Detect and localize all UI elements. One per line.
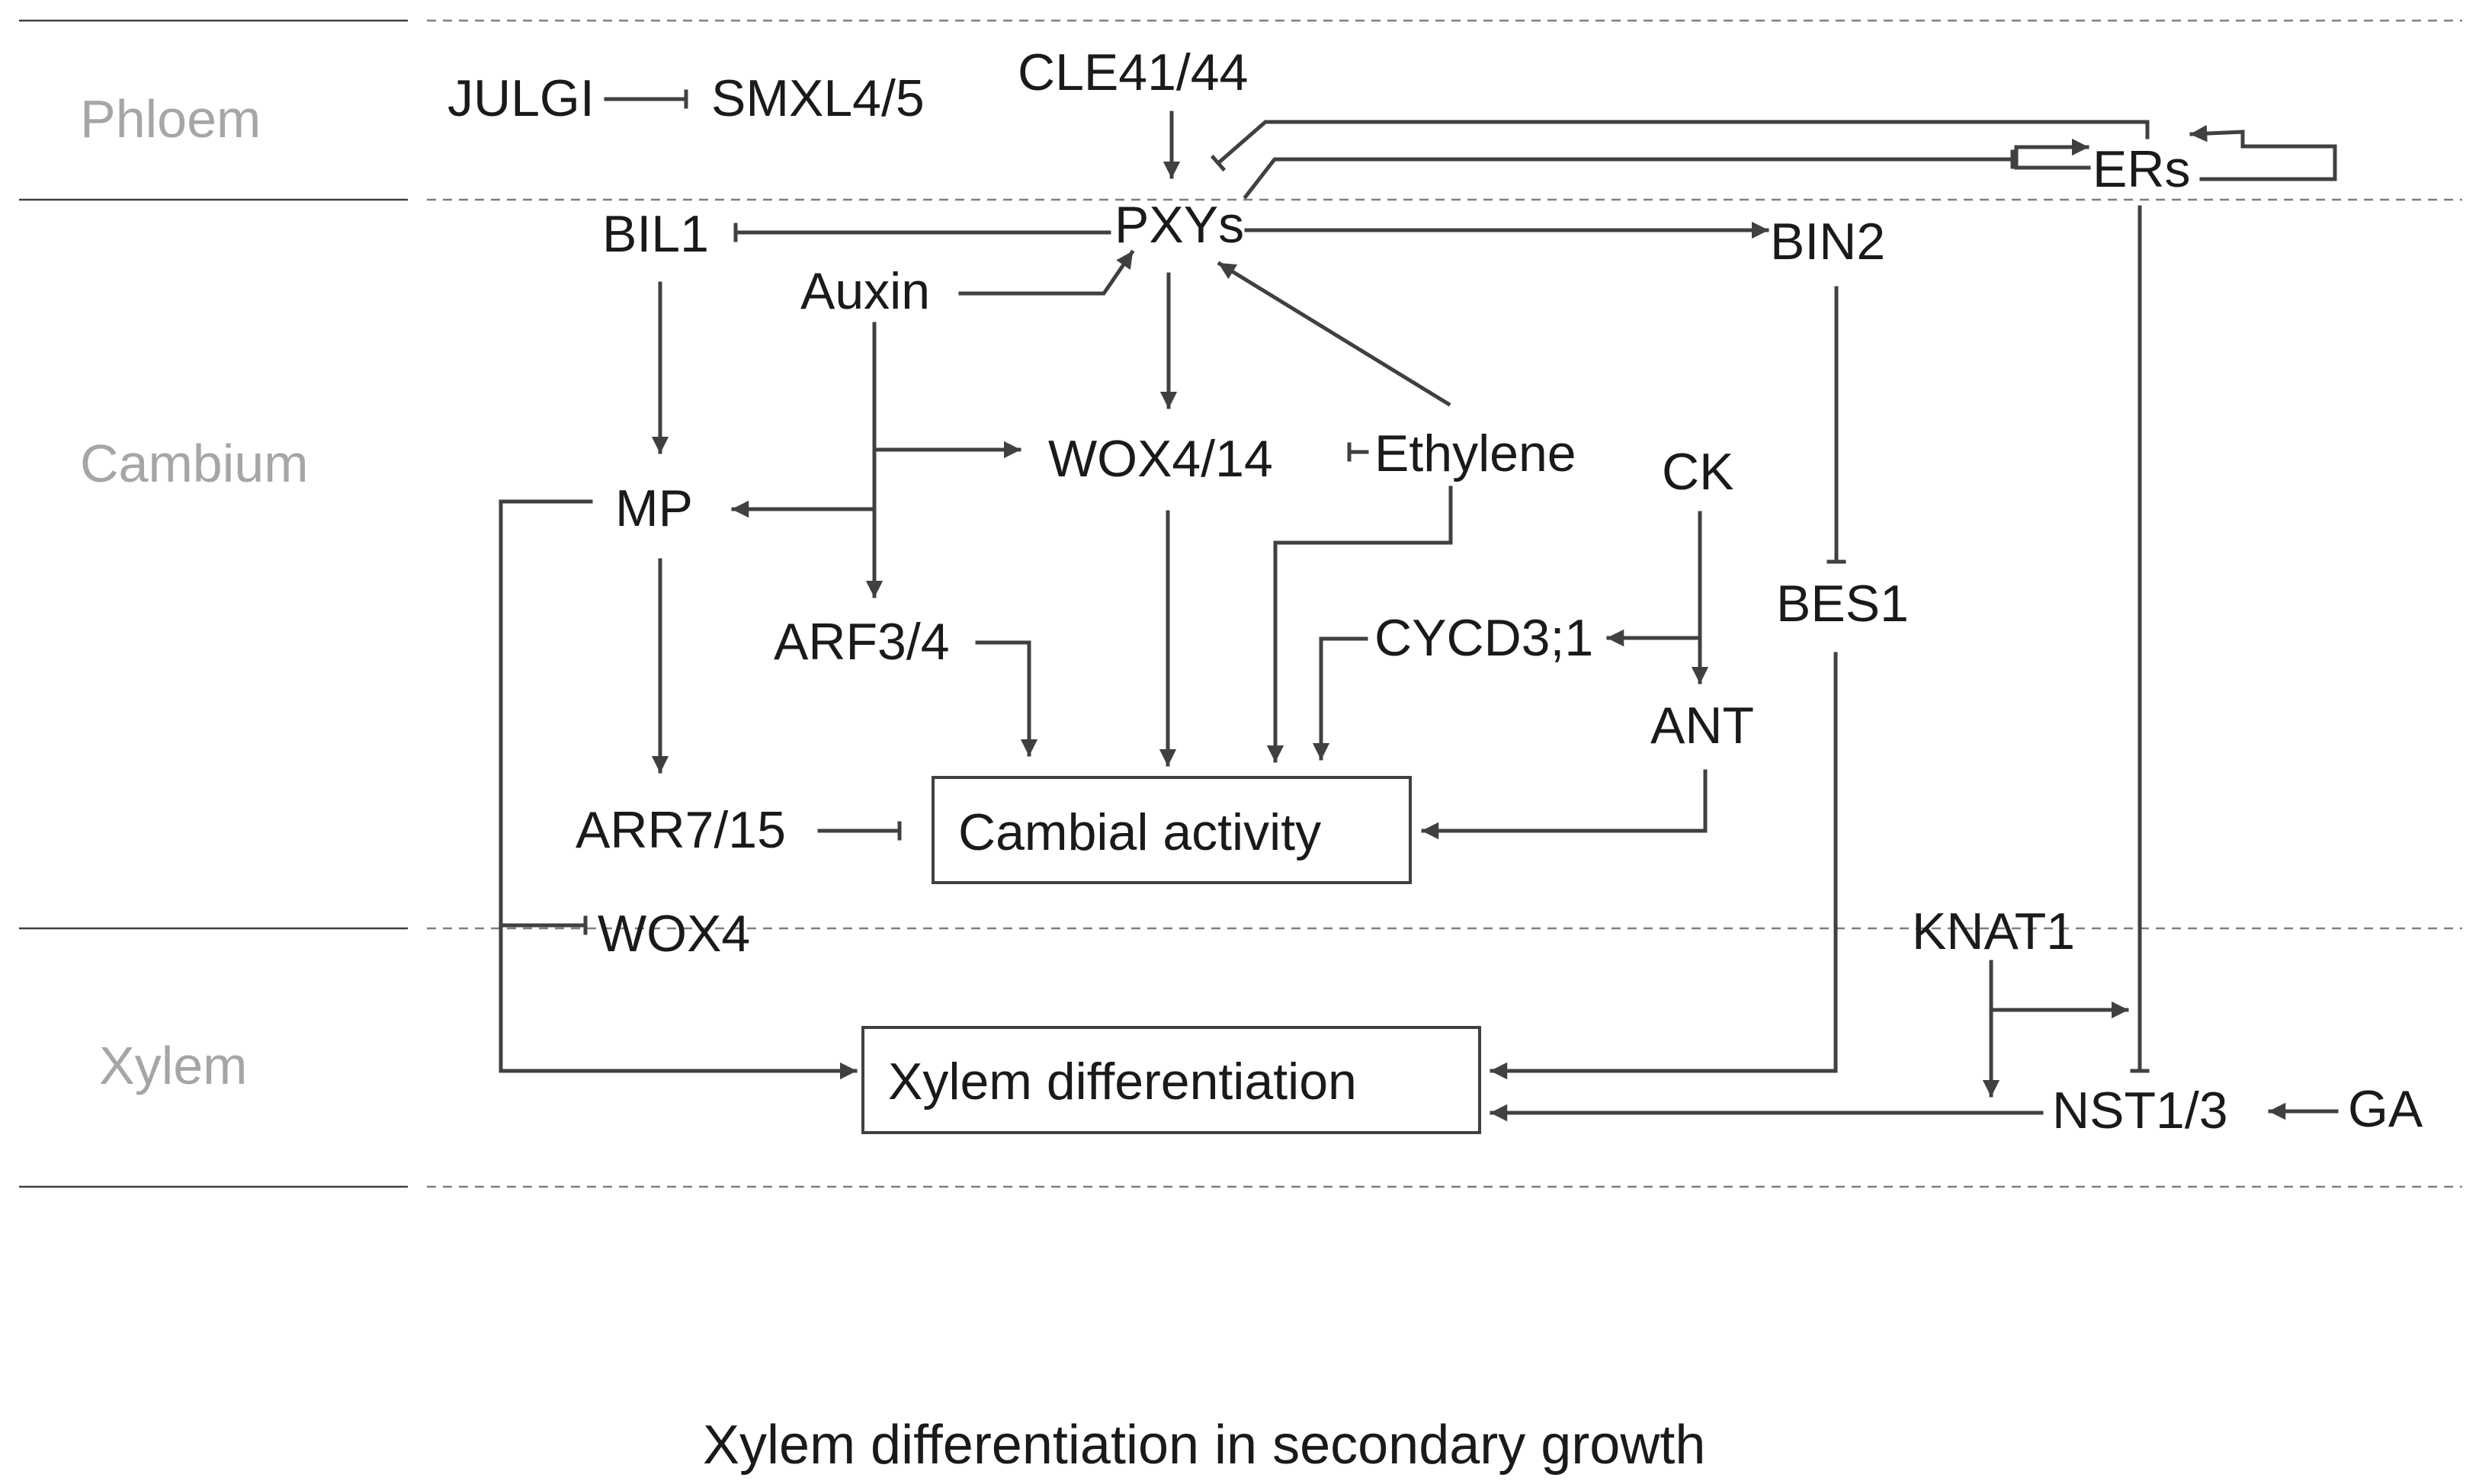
edge-ers-loop-left — [2014, 138, 2091, 170]
nodes: JULGI SMXL4/5 CLE41/44 ERs BIL1 PXYs BIN… — [447, 43, 2423, 1139]
figure-caption: Xylem differentiation in secondary growt… — [703, 1415, 1705, 1476]
node-pxys: PXYs — [1114, 196, 1244, 254]
edge-ers-loop-right — [2189, 124, 2337, 181]
node-arr715: ARR7/15 — [576, 801, 786, 859]
edges — [499, 89, 2339, 1122]
edge-arf34-activates-cambial — [975, 640, 1038, 757]
node-bil1: BIL1 — [602, 205, 709, 263]
edge-auxin-activates-pxys — [958, 249, 1135, 296]
node-wox4: WOX4 — [598, 905, 750, 963]
edge-cycd31-activates-cambial — [1312, 636, 1368, 761]
node-nst13: NST1/3 — [2052, 1082, 2228, 1139]
node-arf34: ARF3/4 — [774, 613, 950, 671]
cambial-activity-box — [932, 776, 1412, 884]
node-mp: MP — [615, 479, 693, 537]
region-label-xylem: Xylem — [99, 1036, 247, 1095]
xylem-differentiation-box — [861, 1026, 1481, 1134]
node-ant: ANT — [1650, 697, 1754, 755]
edge-ers-inhibits-pxys — [1210, 120, 2150, 172]
node-ga: GA — [2348, 1080, 2423, 1138]
node-cycd31: CYCD3;1 — [1374, 609, 1593, 667]
node-smxl45: SMXL4/5 — [711, 69, 925, 127]
node-knat1: KNAT1 — [1912, 902, 2075, 960]
node-ethylene: Ethylene — [1374, 425, 1576, 482]
node-xylem-differentiation: Xylem differentiation — [888, 1053, 1357, 1111]
edge-ethylene-activates-pxys — [1217, 261, 1451, 407]
node-bes1: BES1 — [1776, 575, 1909, 633]
node-auxin: Auxin — [800, 262, 930, 320]
edge-bes1-activates-xylem — [1490, 652, 1838, 1080]
node-julgi: JULGI — [447, 69, 595, 127]
separators — [19, 19, 2462, 1188]
node-cambial-activity: Cambial activity — [958, 803, 1321, 861]
node-wox414: WOX4/14 — [1048, 430, 1273, 488]
node-bin2: BIN2 — [1770, 213, 1885, 271]
region-label-phloem: Phloem — [80, 89, 261, 149]
region-label-cambium: Cambium — [80, 434, 309, 493]
node-cle4144: CLE41/44 — [1018, 43, 1248, 101]
edge-ant-activates-cambial — [1421, 769, 1708, 840]
node-ck: CK — [1662, 443, 1733, 501]
node-ers: ERs — [2093, 140, 2190, 198]
edge-ethylene-activates-cambial — [1266, 486, 1453, 763]
edge-mp-branch — [499, 499, 858, 1080]
edge-pxys-activates-ers — [1243, 149, 2015, 200]
